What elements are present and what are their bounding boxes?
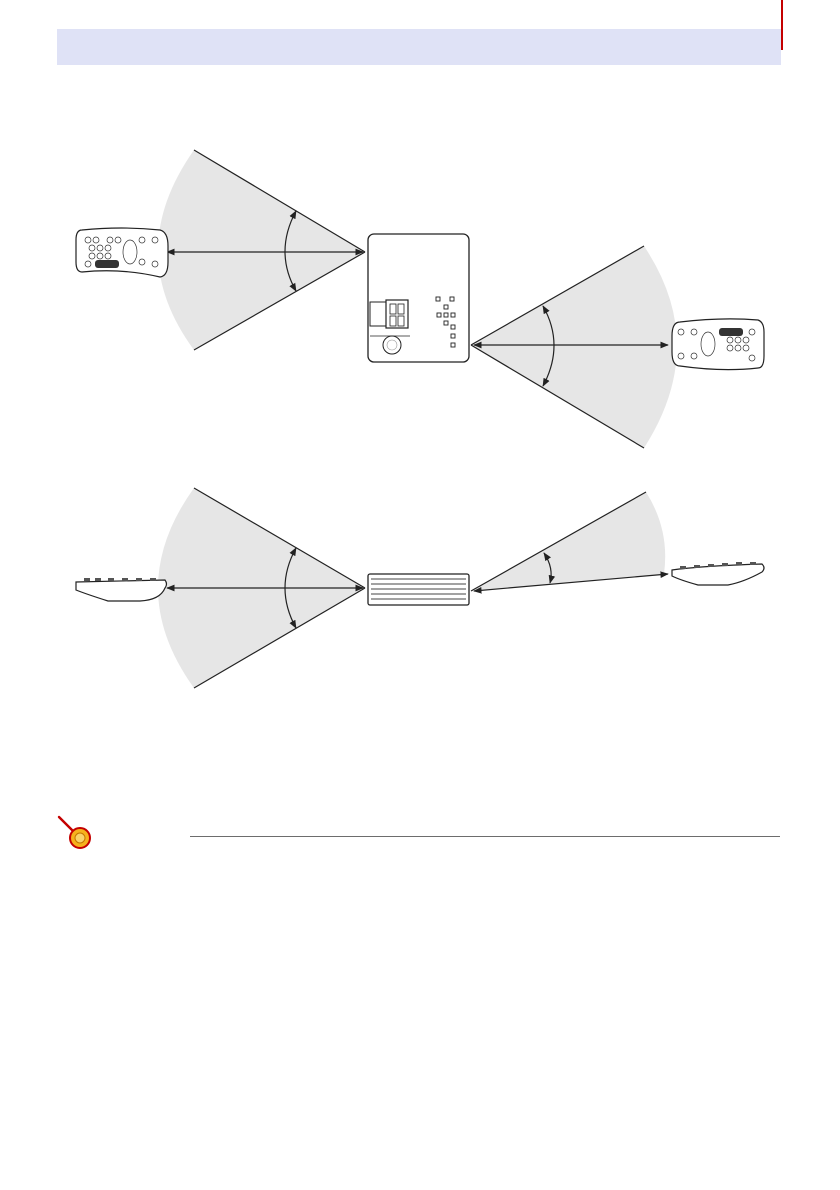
- side-right-range-sector: [471, 492, 665, 591]
- remote-controller-top-view: [76, 228, 168, 277]
- hint-divider: [190, 836, 780, 837]
- remote-controller-top-view-flipped: [672, 319, 764, 370]
- projector-rear-top-view: [368, 234, 469, 362]
- top-left-range-sector: [158, 150, 365, 350]
- remote-controller-side-view: [76, 578, 167, 601]
- remote-controller-side-view-flipped: [672, 562, 764, 585]
- remote-range-diagram: [0, 0, 840, 810]
- top-right-range-sector: [471, 246, 677, 448]
- magnifier-hint-icon: [56, 814, 96, 854]
- projector-rear-side-view: [368, 574, 469, 605]
